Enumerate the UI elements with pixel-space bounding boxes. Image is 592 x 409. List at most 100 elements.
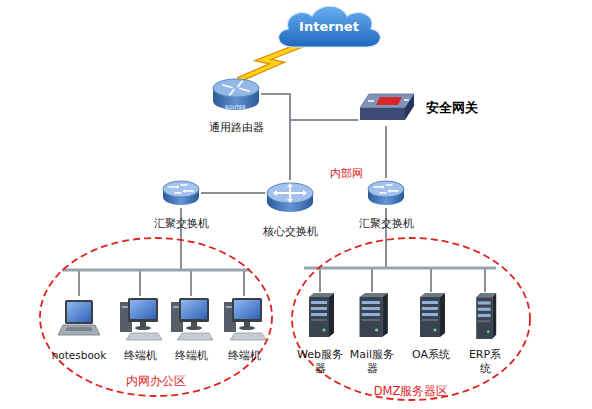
server-node: ERP系统 <box>460 292 510 380</box>
graphic-part <box>422 301 438 304</box>
core-icon <box>265 180 315 214</box>
terminal-node: 终端机 <box>216 296 272 362</box>
server-node: Mail服务器 <box>347 292 397 380</box>
node-label: 通用路由器 <box>200 121 272 135</box>
graphic-part <box>309 297 329 337</box>
node-label: 汇聚交换机 <box>145 217 217 231</box>
office-bus <box>62 269 250 272</box>
graphic-part <box>382 293 388 337</box>
graphic-part <box>382 185 390 193</box>
graphic-part <box>177 333 213 340</box>
graphic-part <box>128 298 158 322</box>
graphic-part <box>161 178 201 208</box>
graphic-part <box>323 329 326 332</box>
node-label: ERP系统 <box>467 348 503 376</box>
node-label: 核心交换机 <box>252 225 328 239</box>
sw-icon <box>161 178 201 208</box>
node-label: Web服务器 <box>296 348 344 376</box>
node-label: OA系统 <box>401 348 461 362</box>
graphic-part <box>135 326 151 330</box>
graphic-part <box>58 296 100 340</box>
graphic-part <box>440 293 445 337</box>
graphic-part <box>130 300 156 319</box>
node-label: 汇聚交换机 <box>350 217 422 231</box>
lightning-bolt <box>238 44 304 80</box>
graphic-part <box>362 319 380 321</box>
graphic-part <box>362 301 380 304</box>
server-icon <box>355 292 389 338</box>
pc-icon <box>118 296 162 342</box>
graphic-part <box>305 292 335 338</box>
graphic-part <box>422 319 438 321</box>
laptop-node: notesbook <box>48 296 110 362</box>
node-label: 安全网关 <box>426 100 486 116</box>
graphic-part <box>65 327 93 331</box>
graphic-part <box>311 313 327 316</box>
graphic-part <box>179 298 209 322</box>
graphic-part <box>65 300 93 324</box>
graphic-part <box>478 301 491 304</box>
zone-label: DMZ服务器区 <box>290 384 532 399</box>
network-label: 内部网 <box>330 167 363 180</box>
graphic-part <box>181 300 207 319</box>
dmz-bus <box>304 267 496 270</box>
device-brand: ROUTER <box>225 104 246 111</box>
graphic-part <box>422 307 438 310</box>
graphic-part <box>311 307 327 310</box>
graphic-part <box>223 82 249 95</box>
pc-icon <box>169 296 213 342</box>
graphic-part <box>273 183 307 203</box>
graphic-part <box>58 325 100 335</box>
lightning-link <box>238 44 304 80</box>
graphic-part <box>473 292 497 340</box>
graphic-part <box>374 185 398 193</box>
gateway-icon <box>358 90 416 126</box>
network-link <box>386 126 387 178</box>
link-line <box>201 192 265 194</box>
graphic-part <box>292 238 530 400</box>
graphic-part <box>118 296 162 342</box>
graphic-part <box>267 183 313 203</box>
zone-ellipse: 内网办公区notesbook终端机终端机终端机 <box>38 236 274 398</box>
graphic-part <box>360 108 405 120</box>
graphic-part <box>360 297 383 337</box>
graphic-part <box>40 238 272 396</box>
graphic-part <box>230 333 266 340</box>
zone-ellipse: DMZ服务器区 Web服务器Mail服务器 OA系统 ERP系统 <box>290 236 532 402</box>
graphic-part <box>487 330 489 333</box>
terminal-node: 终端机 <box>112 296 168 362</box>
graphic-part <box>478 314 491 317</box>
core-switch-node: 核心交换机 <box>252 180 328 238</box>
node-label: Internet <box>272 19 386 35</box>
graphic-part <box>492 293 496 339</box>
zone-label: 内网办公区 <box>38 374 274 389</box>
node-label: Mail服务器 <box>348 348 396 376</box>
graphic-part <box>239 326 255 330</box>
laptop-icon <box>58 296 100 340</box>
graphic-part <box>276 185 304 201</box>
graphic-part <box>169 185 193 193</box>
switch-node: 汇聚交换机 <box>350 178 422 234</box>
pc-icon <box>222 296 266 342</box>
graphic-part <box>405 94 414 120</box>
graphic-part <box>376 97 402 105</box>
graphic-part <box>416 292 446 338</box>
switch-node: 汇聚交换机 <box>145 178 217 234</box>
server-icon <box>473 292 497 340</box>
graphic-part <box>422 313 438 316</box>
graphic-part <box>420 297 440 337</box>
graphic-part <box>222 296 266 342</box>
graphic-part <box>360 94 414 108</box>
internet-cloud: Internet <box>272 2 386 50</box>
graphic-part <box>366 178 406 208</box>
graphic-part <box>163 181 199 197</box>
graphic-part <box>311 301 327 304</box>
sw-icon <box>366 178 406 208</box>
gateway-node: 安全网关 <box>356 88 486 128</box>
graphic-part <box>362 313 380 316</box>
graphic-part <box>213 79 259 97</box>
node-label: notesbook <box>44 349 114 363</box>
graphic-part <box>478 308 491 311</box>
